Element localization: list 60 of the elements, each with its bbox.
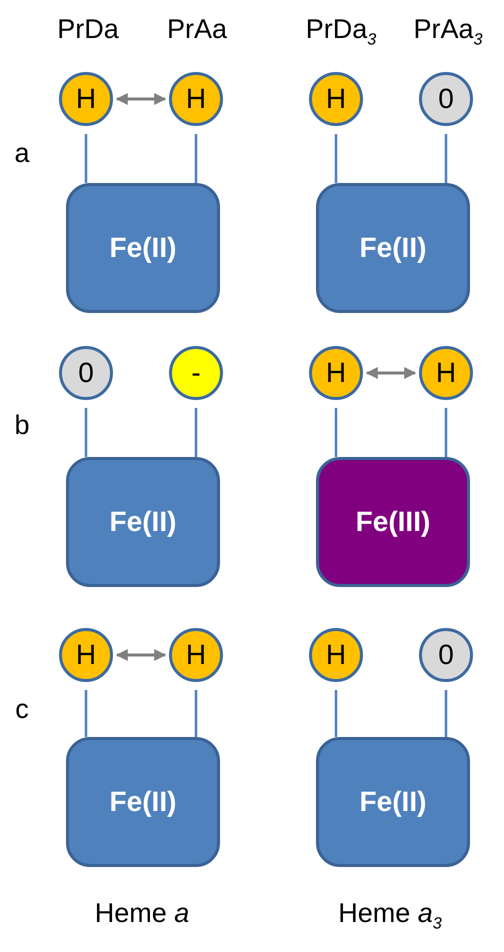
connector-line: [194, 134, 198, 183]
node-label: Fe(III): [356, 506, 430, 538]
connector-line: [84, 134, 88, 183]
state-circle: [309, 628, 363, 682]
node-label: H: [76, 83, 96, 115]
state-circle: [419, 346, 473, 400]
connector-line: [194, 408, 198, 457]
column-header: PrAa$_{3}$: [413, 14, 483, 50]
node-label: -: [191, 357, 201, 389]
state-circle: [309, 72, 363, 126]
node-label: H: [436, 357, 456, 389]
connector-line: [334, 134, 338, 183]
heme-label: Heme a: [94, 898, 190, 929]
heme-box: [316, 183, 470, 313]
connector-line: [84, 690, 88, 737]
state-circle: [169, 628, 223, 682]
double-arrow: [116, 93, 166, 105]
connector-line: [334, 408, 338, 457]
column-header: PrDa: [57, 14, 119, 45]
node-label: Fe(II): [360, 786, 426, 818]
heme-box: [66, 737, 220, 867]
node-label: 0: [78, 357, 94, 389]
connector-line: [84, 408, 88, 457]
node-label: H: [326, 357, 346, 389]
node-label: 0: [438, 83, 454, 115]
double-arrow: [116, 649, 166, 661]
node-label: H: [326, 83, 346, 115]
heme-box: [316, 737, 470, 867]
row-label: c: [15, 694, 29, 725]
heme-box: [66, 183, 220, 313]
heme-box: [316, 457, 470, 587]
state-circle: [59, 346, 113, 400]
heme-label: Heme a$_{3}$: [338, 898, 442, 934]
state-circle: [59, 72, 113, 126]
row-label: a: [14, 138, 30, 169]
connector-line: [444, 408, 448, 457]
connector-line: [444, 690, 448, 737]
state-circle: [169, 72, 223, 126]
state-circle: [309, 346, 363, 400]
column-header: PrAa: [166, 14, 228, 45]
state-circle: [419, 628, 473, 682]
state-circle: [419, 72, 473, 126]
node-label: H: [326, 639, 346, 671]
node-label: Fe(II): [110, 232, 176, 264]
heme-box: [66, 457, 220, 587]
node-label: 0: [438, 639, 454, 671]
node-label: Fe(II): [110, 786, 176, 818]
node-label: H: [76, 639, 96, 671]
connector-line: [444, 134, 448, 183]
state-circle: [59, 628, 113, 682]
node-label: H: [186, 639, 206, 671]
column-header: PrDa$_{3}$: [306, 14, 376, 50]
connector-line: [334, 690, 338, 737]
node-label: H: [186, 83, 206, 115]
connector-line: [194, 690, 198, 737]
state-circle: [169, 346, 223, 400]
row-label: b: [14, 410, 30, 441]
node-label: Fe(II): [110, 506, 176, 538]
node-label: Fe(II): [360, 232, 426, 264]
double-arrow: [366, 367, 416, 379]
